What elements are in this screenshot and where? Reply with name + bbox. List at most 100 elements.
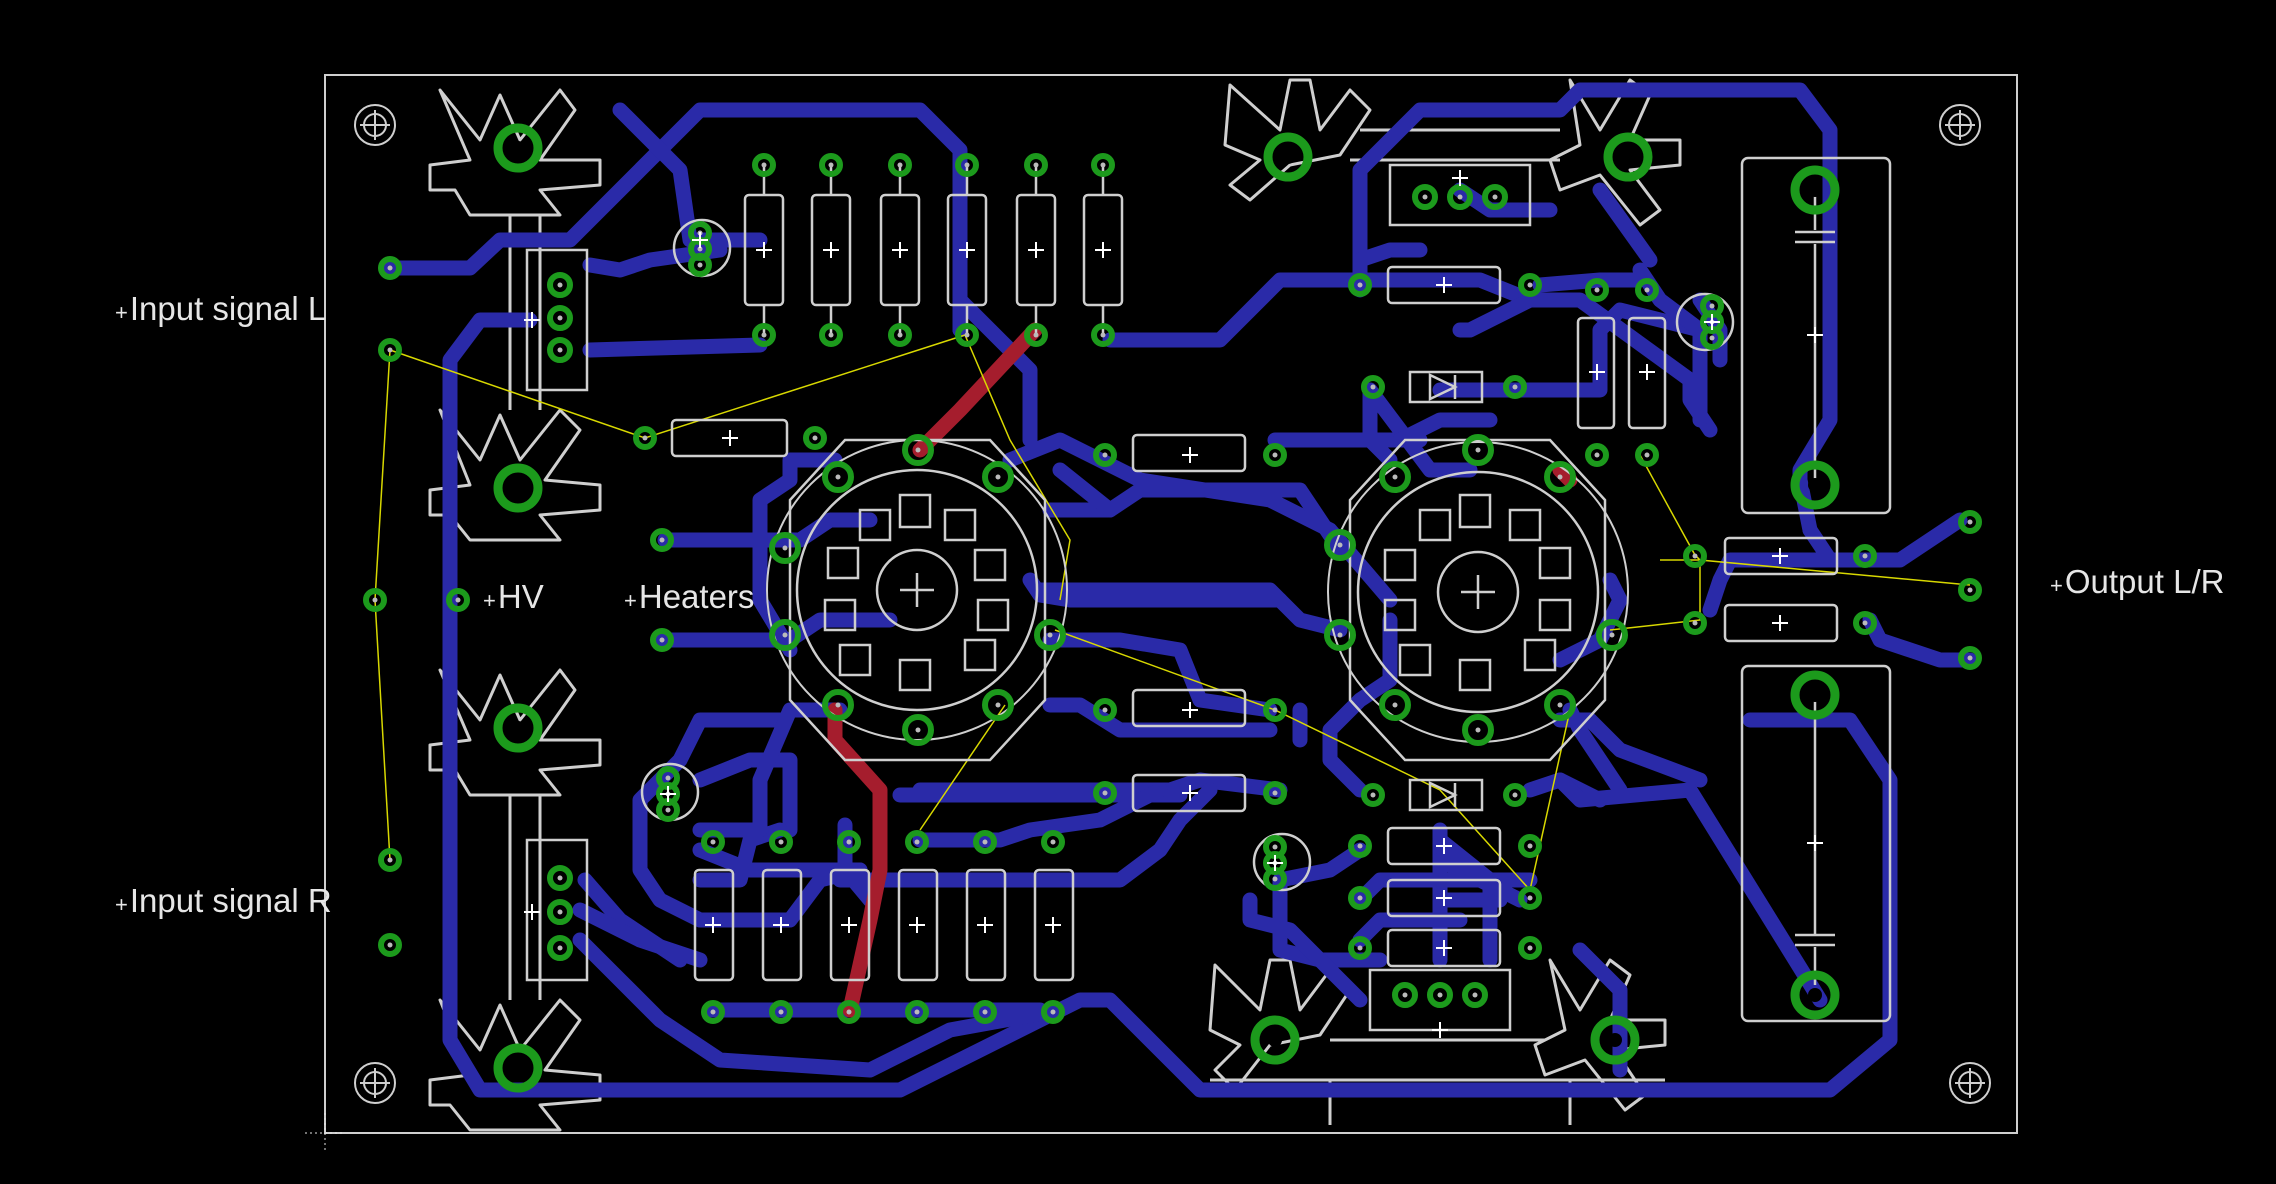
- pad: [1503, 783, 1527, 807]
- pad-drill: [1337, 542, 1343, 548]
- pad: [888, 153, 912, 177]
- pad: [1093, 443, 1117, 467]
- pad-drill: [1102, 790, 1108, 796]
- pad-drill: [511, 1061, 525, 1075]
- pad-drill: [1033, 332, 1039, 338]
- pad-drill: [897, 332, 903, 338]
- pad-drill: [778, 1009, 784, 1015]
- pad: [905, 830, 929, 854]
- pad: [1603, 132, 1653, 182]
- pad-drill: [846, 1009, 852, 1015]
- pad: [378, 933, 402, 957]
- pad-drill: [710, 1009, 716, 1015]
- pad-drill: [782, 632, 788, 638]
- label-output: +Output L/R: [2050, 563, 2225, 600]
- pad: [1263, 132, 1313, 182]
- label-input-left: +Input signal L: [115, 290, 327, 327]
- pad-drill: [1621, 150, 1635, 164]
- airwires: [374, 334, 1971, 891]
- pad-drill: [1272, 707, 1278, 713]
- diodes: [1408, 370, 1484, 812]
- pad: [547, 865, 573, 891]
- pad-drill: [697, 246, 703, 252]
- pad-drill: [778, 839, 784, 845]
- pad-drill: [964, 162, 970, 168]
- pad: [1462, 434, 1494, 466]
- pad: [837, 830, 861, 854]
- pad: [769, 1000, 793, 1024]
- pad-drill: [1437, 992, 1443, 998]
- pad-drill: [812, 435, 818, 441]
- pad: [1518, 273, 1542, 297]
- pad: [701, 1000, 725, 1024]
- pad: [973, 830, 997, 854]
- resistors: [525, 156, 1892, 1032]
- top-traces: [827, 322, 1578, 1018]
- pad-drill: [1033, 162, 1039, 168]
- pad-drill: [1475, 447, 1481, 453]
- pad-drill: [1272, 876, 1278, 882]
- pad-drill: [1808, 478, 1822, 492]
- pad: [1091, 323, 1115, 347]
- pad-drill: [697, 262, 703, 268]
- pad-drill: [1357, 282, 1363, 288]
- pad-drill: [1644, 452, 1650, 458]
- pad: [1447, 184, 1473, 210]
- pad-drill: [557, 315, 563, 321]
- pad-drill: [915, 447, 921, 453]
- pad: [1024, 323, 1048, 347]
- pad-drill: [387, 265, 393, 271]
- pad-drill: [710, 839, 716, 845]
- pad-drill: [1337, 632, 1343, 638]
- pad: [769, 619, 801, 651]
- pad-drill: [1608, 1033, 1622, 1047]
- pad-drill: [511, 481, 525, 495]
- pad: [1590, 1015, 1640, 1065]
- pad: [902, 714, 934, 746]
- pad-drill: [557, 945, 563, 951]
- pad: [1853, 611, 1877, 635]
- pad: [1683, 611, 1707, 635]
- pad-drill: [1512, 792, 1518, 798]
- pad: [493, 463, 543, 513]
- pad: [650, 528, 674, 552]
- mounting-hole-icon: [354, 1062, 396, 1104]
- pad-drill: [1967, 519, 1973, 525]
- pad: [803, 426, 827, 450]
- resistor-horizontal: [670, 265, 1839, 968]
- pad: [1348, 886, 1372, 910]
- pad-drill: [1808, 688, 1822, 702]
- pad-drill: [1392, 474, 1398, 480]
- pad-drill: [1392, 702, 1398, 708]
- mounting-hole-icon: [1939, 104, 1981, 146]
- pad-drill: [964, 332, 970, 338]
- pad-drill: [1609, 632, 1615, 638]
- mounting-hole-icon: [354, 104, 396, 146]
- pad: [1503, 375, 1527, 399]
- pad: [1518, 886, 1542, 910]
- mounting-holes: [354, 104, 1991, 1104]
- pad-drill: [557, 909, 563, 915]
- pad: [650, 628, 674, 652]
- pad: [547, 935, 573, 961]
- pad: [1324, 619, 1356, 651]
- pad-drill: [915, 727, 921, 733]
- pad: [822, 689, 854, 721]
- component-origins: [524, 170, 1823, 1038]
- pad: [837, 1000, 861, 1024]
- pad: [1412, 184, 1438, 210]
- pad: [769, 830, 793, 854]
- pad: [378, 848, 402, 872]
- pad-drill: [1808, 988, 1822, 1002]
- resistor-row-top-left: [743, 165, 1124, 335]
- pad: [1958, 510, 1982, 534]
- pad-drill: [387, 347, 393, 353]
- pad-drill: [1709, 303, 1715, 309]
- origin-mark: [305, 1113, 345, 1153]
- pad-drill: [1527, 945, 1533, 951]
- pad-drill: [1457, 194, 1463, 200]
- pad: [688, 253, 712, 277]
- pad: [1093, 698, 1117, 722]
- pad: [819, 323, 843, 347]
